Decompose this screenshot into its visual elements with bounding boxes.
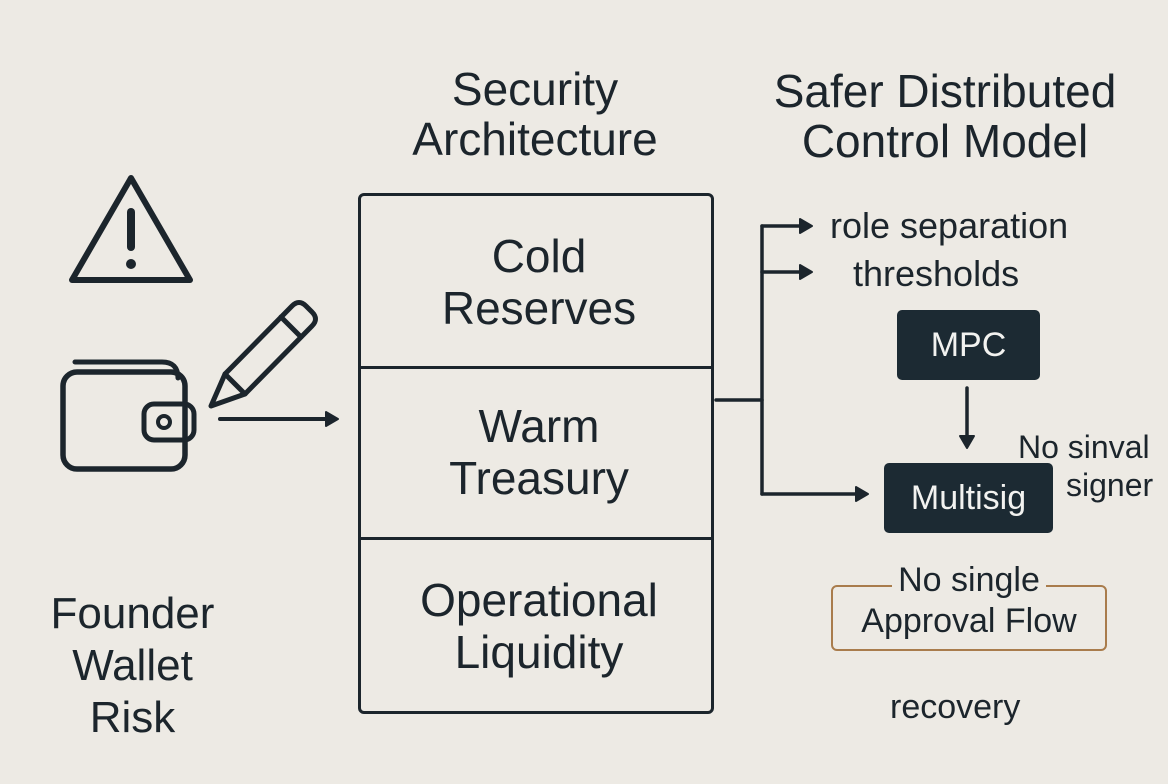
tier-ops-line2: Liquidity [454,626,624,678]
note-line2: signer [1066,467,1154,503]
tier-cold-reserves: Cold Reserves [361,204,717,360]
approval-flow-line1: No single [831,561,1107,599]
arrow-to-stack [218,411,339,427]
architecture-stack: Cold Reserves Warm Treasury Operational … [358,193,714,714]
title-left-line2: Architecture [412,113,658,165]
tier-operational-liquidity: Operational Liquidity [361,546,717,706]
founder-line1: Founder [50,589,215,638]
approval-line1-text: No single [892,561,1046,599]
mpc-to-multisig-arrow [959,386,975,449]
founder-wallet-risk-label: Founder Wallet Risk [20,588,245,744]
title-security-architecture: Security Architecture [380,64,690,164]
role-separation-label: role separation [830,205,1069,246]
approval-flow-line2: Approval Flow [861,602,1077,640]
recovery-label: recovery [890,688,1021,726]
tier-divider [361,366,711,369]
no-single-signer-note: No sinval signer [1018,428,1153,504]
mpc-box: MPC [897,310,1040,380]
thresholds-label: thresholds [853,253,1020,294]
tier-cold-line2: Reserves [441,282,637,334]
tier-warm-treasury: Warm Treasury [361,374,717,530]
title-left-line1: Security [451,63,619,115]
pencil-icon [208,300,318,409]
warning-icon [69,175,193,283]
wallet-icon [60,359,197,472]
title-right-line1: Safer Distributed [773,65,1117,117]
note-line1: No sinval [1018,429,1150,465]
founder-line2: Wallet [72,641,193,690]
tier-warm-line1: Warm [478,400,600,452]
tier-ops-line1: Operational [420,574,658,626]
title-right-line2: Control Model [801,115,1089,167]
tier-divider [361,537,711,540]
tier-cold-line1: Cold [491,230,587,282]
branch-connector [714,218,869,502]
multisig-label: Multisig [910,478,1027,517]
founder-line3: Risk [89,693,176,742]
title-control-model: Safer Distributed Control Model [730,66,1160,166]
multisig-box: Multisig [884,463,1053,533]
mpc-label: MPC [930,325,1007,364]
tier-warm-line2: Treasury [449,452,629,504]
